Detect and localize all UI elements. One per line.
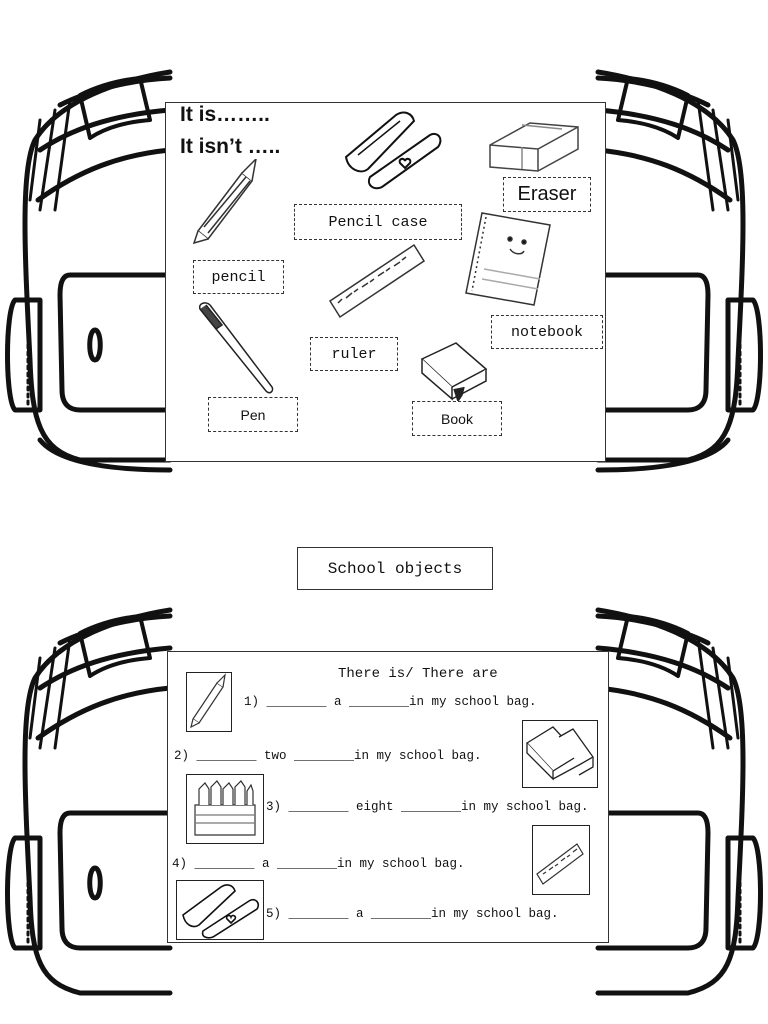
pen-icon (198, 302, 274, 394)
sentence-2: 2) ________ two ________in my school bag… (174, 749, 482, 763)
pencil-case-icon (182, 884, 260, 939)
section-title: School objects (297, 547, 493, 590)
exercise-image-books (522, 720, 598, 788)
backpack-icon (5, 607, 763, 996)
exercise-image-pencil (186, 672, 232, 732)
heading-it-is: It is…….. (180, 103, 270, 126)
ruler-icon (328, 243, 426, 319)
exercise-panel: There is/ There are 1) ________ a ______… (167, 651, 609, 943)
vocabulary-panel: It is…….. It isn’t ….. Eraser (165, 102, 606, 462)
exercise-image-ruler (532, 825, 590, 895)
exercise-image-crayons (186, 774, 264, 844)
book-icon (420, 342, 488, 403)
sentence-5: 5) ________ a ________in my school bag. (266, 907, 559, 921)
ruler-icon (536, 843, 584, 885)
pencil-case-icon (344, 111, 442, 190)
label-pencil: pencil (193, 260, 284, 294)
label-book: Book (412, 401, 502, 436)
label-notebook: notebook (491, 315, 603, 349)
pencil-icon (190, 673, 226, 729)
books-icon (525, 726, 594, 781)
exercise-image-pencil-case (176, 880, 264, 940)
heading-it-isnt: It isn’t ….. (180, 135, 281, 158)
sentence-1: 1) ________ a ________in my school bag. (244, 695, 537, 709)
backpack-illustration-bottom (0, 598, 768, 1018)
notebook-icon (465, 212, 551, 306)
label-pencil-case: Pencil case (294, 204, 462, 240)
label-eraser: Eraser (503, 177, 591, 212)
eraser-icon (489, 122, 579, 172)
sentence-3: 3) ________ eight ________in my school b… (266, 800, 589, 814)
sentence-4: 4) ________ a ________in my school bag. (172, 857, 465, 871)
crayons-box-icon (194, 780, 256, 836)
label-ruler: ruler (310, 337, 398, 371)
exercise-title: There is/ There are (338, 666, 498, 682)
backpack-icon (5, 69, 763, 473)
pencil-icon (192, 159, 257, 245)
label-pen: Pen (208, 397, 298, 432)
backpack-illustration-top (0, 60, 768, 480)
